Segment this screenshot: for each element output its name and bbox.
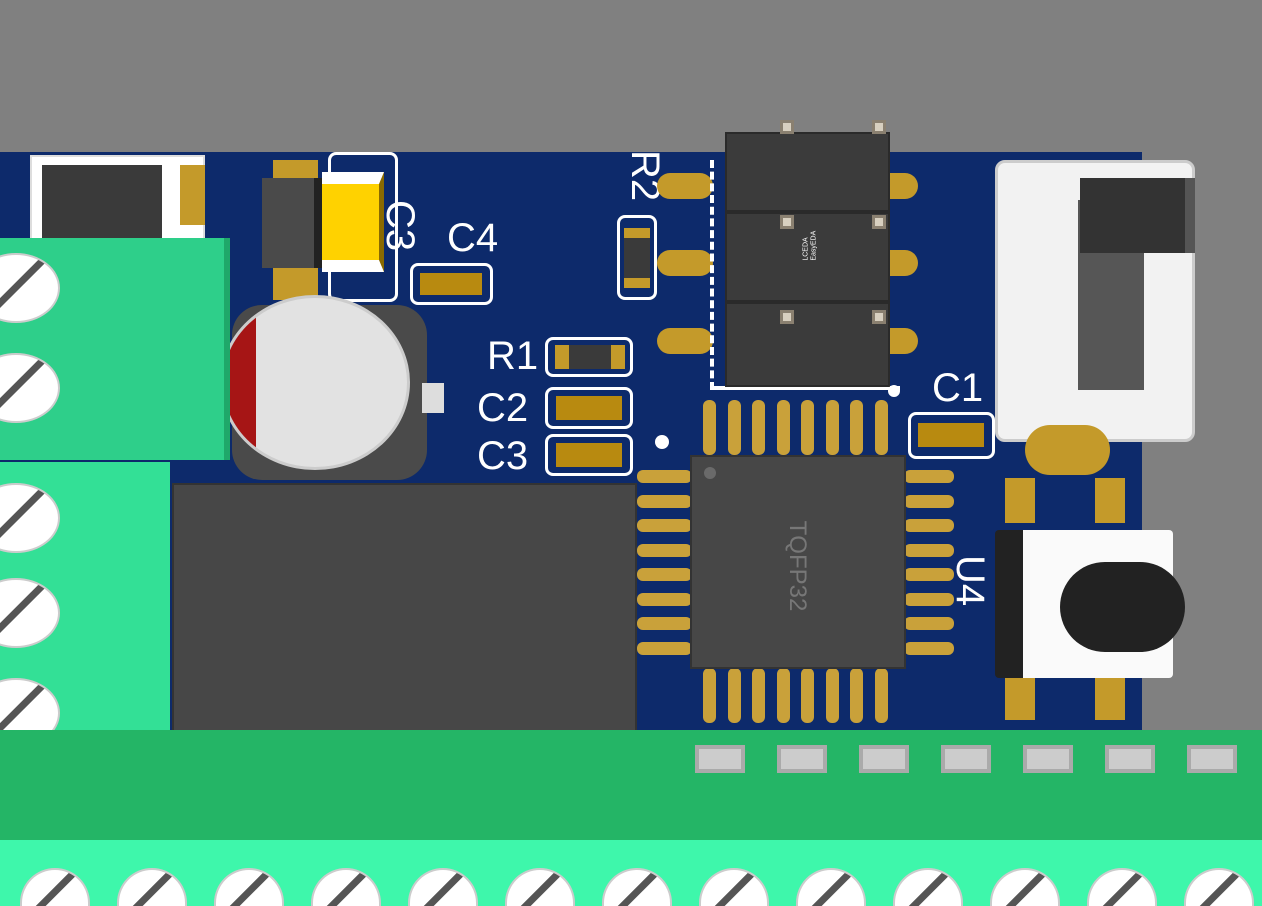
ic-pin bbox=[637, 494, 692, 508]
button-pad bbox=[1095, 478, 1125, 523]
logo-text-2: EasyEDA bbox=[809, 230, 817, 261]
ic-pin bbox=[703, 668, 716, 723]
label-c3-hidden: C3 bbox=[378, 200, 422, 252]
electrolytic-capacitor bbox=[220, 295, 410, 470]
ic-pin bbox=[703, 400, 716, 455]
label-c4: C4 bbox=[447, 216, 499, 260]
tqfp32-chip: TQFP32 bbox=[690, 455, 906, 669]
tantalum-cap bbox=[322, 172, 384, 272]
terminal-slot bbox=[777, 745, 827, 773]
header-pin bbox=[780, 215, 794, 229]
ic-pin bbox=[904, 519, 954, 532]
header-pin bbox=[872, 215, 886, 229]
header-pin bbox=[780, 310, 794, 324]
diode bbox=[262, 178, 322, 268]
ic-pin bbox=[776, 400, 790, 455]
pin-header-row-2 bbox=[725, 212, 890, 302]
ic-pin bbox=[776, 668, 790, 723]
ic-pin bbox=[637, 641, 692, 655]
c2-outline bbox=[545, 387, 633, 429]
header-pin bbox=[872, 310, 886, 324]
r1-outline bbox=[545, 337, 633, 377]
ic-pin bbox=[904, 568, 954, 581]
easyeda-logo: LCEDA EasyEDA bbox=[802, 231, 817, 261]
ic-pin bbox=[801, 668, 814, 723]
c4-capacitor bbox=[420, 273, 482, 295]
header-pad bbox=[657, 328, 713, 354]
c3-outline bbox=[545, 434, 633, 476]
header-pad bbox=[657, 173, 713, 199]
c3-capacitor bbox=[556, 443, 622, 467]
terminal-slot bbox=[695, 745, 745, 773]
terminal-slot bbox=[941, 745, 991, 773]
ic-pin bbox=[752, 400, 765, 455]
ic-pin bbox=[904, 592, 954, 606]
header-pin bbox=[780, 120, 794, 134]
label-c3: C3 bbox=[477, 434, 529, 478]
electrolytic-pad bbox=[422, 383, 444, 413]
ic-pin bbox=[727, 400, 741, 455]
ic-pin bbox=[637, 470, 692, 483]
c4-outline bbox=[410, 263, 493, 305]
ic-pin bbox=[752, 668, 765, 723]
switch-pad bbox=[1025, 425, 1110, 475]
r2-outline bbox=[617, 215, 657, 300]
pin-header-row-1 bbox=[725, 132, 890, 212]
ic-pin bbox=[637, 519, 692, 532]
ic-pin bbox=[637, 592, 692, 606]
regulator-pad bbox=[180, 165, 205, 225]
c1-outline bbox=[908, 412, 995, 459]
ic-pin bbox=[801, 400, 814, 455]
ic-pin bbox=[850, 400, 863, 455]
terminal-slot bbox=[1187, 745, 1237, 773]
dot bbox=[655, 435, 669, 449]
pin1-marker bbox=[704, 467, 716, 479]
logo-text-1: LCEDA bbox=[802, 237, 810, 261]
r2-resistor bbox=[624, 228, 650, 288]
ic-pin bbox=[727, 668, 741, 723]
button-pad bbox=[1095, 675, 1125, 720]
slide-switch-knob[interactable] bbox=[1080, 178, 1195, 253]
terminal-slot bbox=[1023, 745, 1073, 773]
chip-label: TQFP32 bbox=[784, 520, 811, 612]
r1-resistor bbox=[555, 345, 625, 369]
ic-pin bbox=[825, 668, 839, 723]
ic-pin bbox=[904, 617, 954, 630]
ic-pin bbox=[637, 617, 692, 630]
terminal-slot bbox=[1105, 745, 1155, 773]
label-c1: C1 bbox=[932, 366, 984, 410]
ic-pin bbox=[874, 400, 888, 455]
push-button[interactable] bbox=[1060, 562, 1185, 652]
header-dashed-outline bbox=[710, 160, 900, 390]
ic-pin bbox=[904, 543, 954, 557]
button-pad bbox=[1005, 675, 1035, 720]
c1-capacitor bbox=[918, 423, 984, 447]
ic-pin bbox=[904, 494, 954, 508]
header-pin bbox=[872, 120, 886, 134]
ic-pin bbox=[904, 641, 954, 655]
label-r1: R1 bbox=[487, 334, 539, 378]
terminal-slot bbox=[859, 745, 909, 773]
pin-header-row-3 bbox=[725, 302, 890, 387]
c2-capacitor bbox=[556, 396, 622, 420]
ic-pin bbox=[637, 568, 692, 581]
dot bbox=[888, 385, 900, 397]
ic-pin bbox=[825, 400, 839, 455]
label-c2: C2 bbox=[477, 386, 529, 430]
ic-pin bbox=[637, 543, 692, 557]
header-pad bbox=[657, 250, 713, 276]
ic-pin bbox=[904, 470, 954, 483]
button-pad bbox=[1005, 478, 1035, 523]
ic-pin bbox=[850, 668, 863, 723]
label-u4: U4 bbox=[948, 555, 992, 607]
ic-pin bbox=[874, 668, 888, 723]
